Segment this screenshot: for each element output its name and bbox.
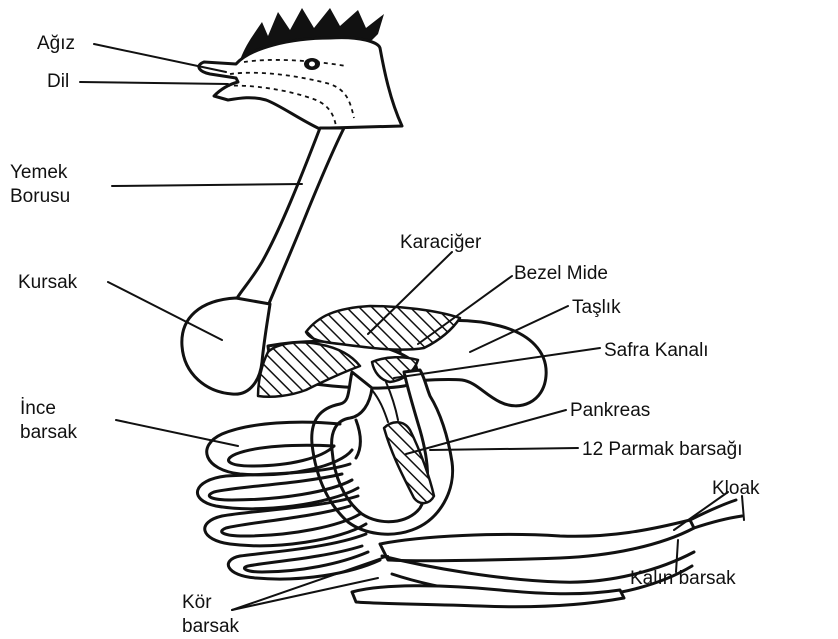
label-agiz: Ağız: [37, 33, 75, 54]
label-safra-kanali: Safra Kanalı: [604, 340, 709, 361]
crop: [182, 298, 270, 394]
label-karaciger: Karaciğer: [400, 232, 482, 253]
label-pankreas: Pankreas: [570, 400, 650, 421]
label-ince-barsak-line2: barsak: [20, 422, 78, 443]
label-taslik: Taşlık: [572, 297, 621, 318]
label-ince-barsak-line1: İnce: [20, 398, 56, 419]
bile-duct: [372, 390, 388, 422]
chicken-head: [199, 8, 402, 130]
esophagus: [236, 128, 344, 306]
label-kor-barsak-line1: Kör: [182, 592, 212, 613]
label-kalin-barsak: Kalın barsak: [630, 568, 736, 589]
label-yemek-borusu-line2: Borusu: [10, 186, 70, 207]
label-12-parmak-barsagi: 12 Parmak barsağı: [582, 439, 743, 460]
label-bezel-mide: Bezel Mide: [514, 263, 608, 284]
label-dil: Dil: [47, 71, 69, 92]
label-kloak: Kloak: [712, 478, 760, 499]
label-kursak: Kursak: [18, 272, 78, 293]
label-kor-barsak-line2: barsak: [182, 616, 240, 637]
head-outline: [199, 38, 402, 130]
label-yemek-borusu-line1: Yemek: [10, 162, 68, 183]
ceca-and-large-intestine: [352, 496, 744, 607]
